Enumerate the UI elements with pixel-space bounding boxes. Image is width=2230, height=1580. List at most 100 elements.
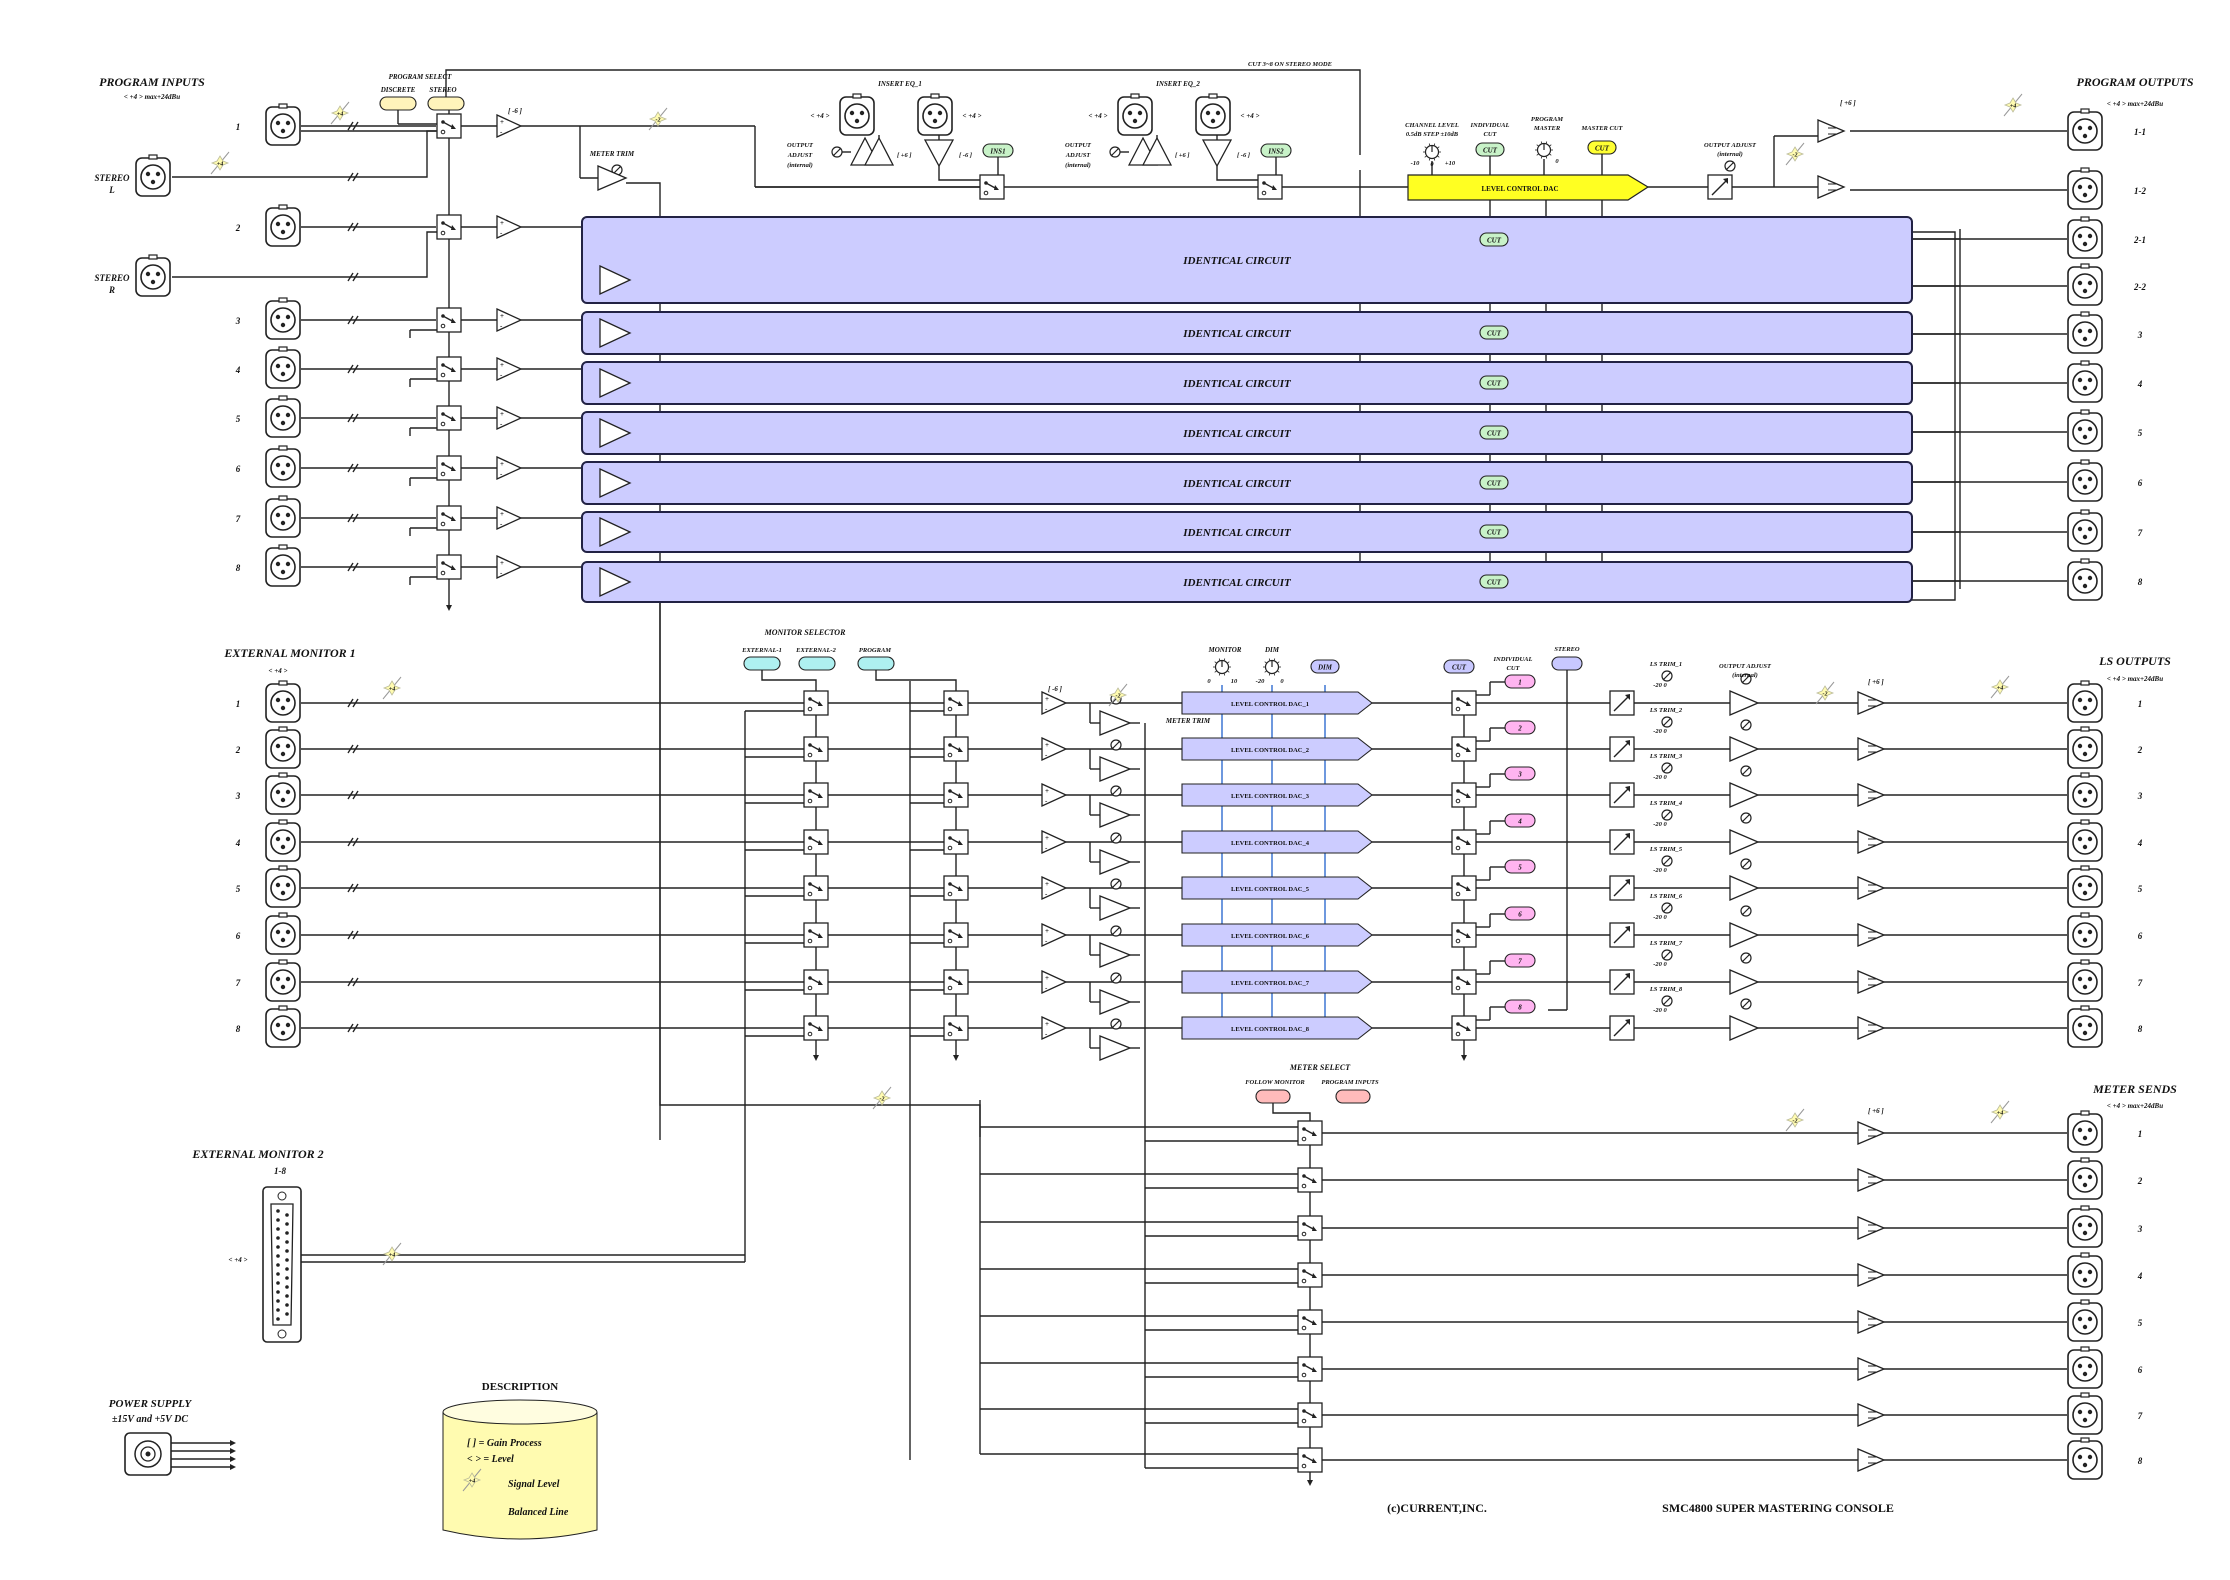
wire (172, 231, 437, 278)
stereo-r-label: STEREO (94, 273, 130, 283)
program-select-switch-icon (943, 875, 969, 901)
ls-trim-label: LS TRIM_6 (1649, 893, 1683, 900)
input-amplifier-icon (496, 405, 523, 431)
signal-level-badge (1990, 1100, 2010, 1124)
ls-cut-switch-icon (1451, 829, 1477, 855)
cut-button (1479, 375, 1509, 390)
output-amplifier-icon (1857, 1016, 1886, 1040)
ls-dac-label: LEVEL CONTROL DAC_1 (1231, 701, 1309, 708)
meter-amp-icon (597, 165, 628, 191)
level-control-dac-box (1407, 174, 1650, 201)
ext-monitor-1-title: EXTERNAL MONITOR 1 (223, 646, 355, 660)
label: - (500, 569, 503, 577)
output-amplifier-icon (1857, 737, 1886, 761)
wire (352, 790, 359, 800)
label: + (500, 460, 504, 468)
gain-label: [ +6 ] (897, 152, 912, 159)
legend-level: < > = Level (467, 1454, 514, 1465)
label: - (1045, 751, 1048, 759)
master-cut-button-label: CUT (1595, 145, 1610, 153)
label: + (1045, 880, 1049, 888)
meter-send-xlr-icon (2067, 1346, 2103, 1389)
cut-button (1479, 475, 1509, 490)
output-adjust-label: OUTPUT ADJUST (1704, 142, 1757, 149)
ls-trim-label: LS TRIM_7 (1649, 940, 1683, 947)
wire (347, 315, 354, 325)
cut-button-label: CUT (1487, 237, 1502, 245)
identical-circuit-label: IDENTICAL CIRCUIT (1182, 255, 1292, 267)
meter-send-xlr-icon (2067, 1110, 2103, 1153)
individual-cut-button-label: CUT (1483, 147, 1498, 155)
signal-level-badge (330, 101, 350, 125)
ls-dac-box (1181, 737, 1373, 761)
meter-trim-icon (1110, 785, 1122, 797)
ls-dac-label: LEVEL CONTROL DAC_3 (1231, 793, 1310, 800)
program-select-switch-icon (436, 356, 462, 382)
external-2-label: EXTERNAL-2 (795, 647, 836, 654)
program-input-xlr-icon (265, 297, 301, 340)
identical-circuit-label: IDENTICAL CIRCUIT (1182, 527, 1292, 539)
output-amplifier-icon (1857, 1168, 1886, 1192)
ls-trim-knob-icon (1661, 902, 1673, 914)
ins-button-1-label: INS1 (989, 148, 1005, 156)
ls-cut-button-6-label: 6 (1518, 911, 1522, 919)
ls-outputs-level: < +4 > max+24dBu (2107, 675, 2163, 683)
program-output-number: 8 (2138, 577, 2143, 587)
dim-knob-label: DIM (1264, 646, 1280, 654)
meter-amp-icon (599, 264, 632, 296)
ls-output-xlr-icon (2067, 912, 2103, 955)
wire (347, 463, 354, 473)
signal-level-value: +4 (389, 687, 395, 693)
ls-cut-switch-icon (1451, 782, 1477, 808)
label: - (500, 420, 503, 428)
meter-send-number: 7 (2138, 1411, 2143, 1421)
gain-label: [ -6 ] (508, 107, 523, 115)
input-amplifier-icon (496, 455, 523, 481)
ls-output-adjust-icon (1740, 812, 1752, 824)
copyright: (c)CURRENT,INC. (1387, 1501, 1487, 1515)
ls-cut-button-5-label: 5 (1518, 864, 1522, 872)
ls-output-xlr-icon (2067, 865, 2103, 908)
wire (352, 121, 359, 131)
ls-cut-button-4-label: 4 (1517, 818, 1522, 826)
legend-balanced: Balanced Line (507, 1507, 569, 1518)
insert-send-xlr-icon (839, 93, 875, 136)
program-outputs-level: < +4 > max+24dBu (2107, 100, 2163, 108)
gain-label: [ -6 ] (959, 152, 972, 159)
identical-circuit-box (581, 361, 1913, 405)
ls-trim-range: -20 0 (1653, 961, 1667, 968)
ls-output-number: 8 (2138, 1024, 2143, 1034)
program-output-number: 4 (2137, 379, 2143, 389)
monitor-selector-switch-icon (803, 1015, 829, 1041)
ext-monitor-input-xlr-icon (265, 772, 301, 815)
ext-monitor-number: 4 (235, 838, 241, 848)
wire (352, 977, 359, 987)
input-amplifier-icon (496, 214, 523, 240)
meter-amp-icon (599, 516, 632, 548)
knob-range: 0 (1555, 158, 1559, 165)
meter-amp-icon (599, 566, 632, 598)
wire (172, 130, 437, 178)
program-output-xlr-icon (2067, 360, 2103, 403)
arrow-down-icon (813, 1055, 819, 1061)
program-input-number: 2 (235, 223, 241, 233)
label: + (1045, 927, 1049, 935)
input-amplifier-icon (1041, 736, 1068, 762)
gain-label: [ +6 ] (1868, 678, 1884, 686)
meter-send-number: 5 (2138, 1318, 2143, 1328)
identical-circuit-box (581, 511, 1913, 553)
signal-level-value: +4 (1997, 686, 2003, 692)
meter-amp-icon (599, 467, 632, 499)
dim-button (1310, 659, 1340, 674)
monitor-selector-switch-icon (803, 690, 829, 716)
program-output-xlr-icon (2067, 509, 2103, 552)
ls-output-adjust-icon (1740, 998, 1752, 1010)
description-legend-cylinder (442, 1399, 598, 1540)
ls-cut-button-3 (1504, 766, 1536, 781)
power-connector-icon (124, 1432, 172, 1476)
arrow-down-icon (1307, 1480, 1313, 1486)
cut-note: CUT 3~8 ON STEREO MODE (1248, 61, 1333, 68)
signal-level-value: +4 (337, 112, 343, 118)
individual-cut-label: INDIVIDUAL (1492, 656, 1532, 663)
gain-label: [ +6 ] (1840, 99, 1856, 107)
